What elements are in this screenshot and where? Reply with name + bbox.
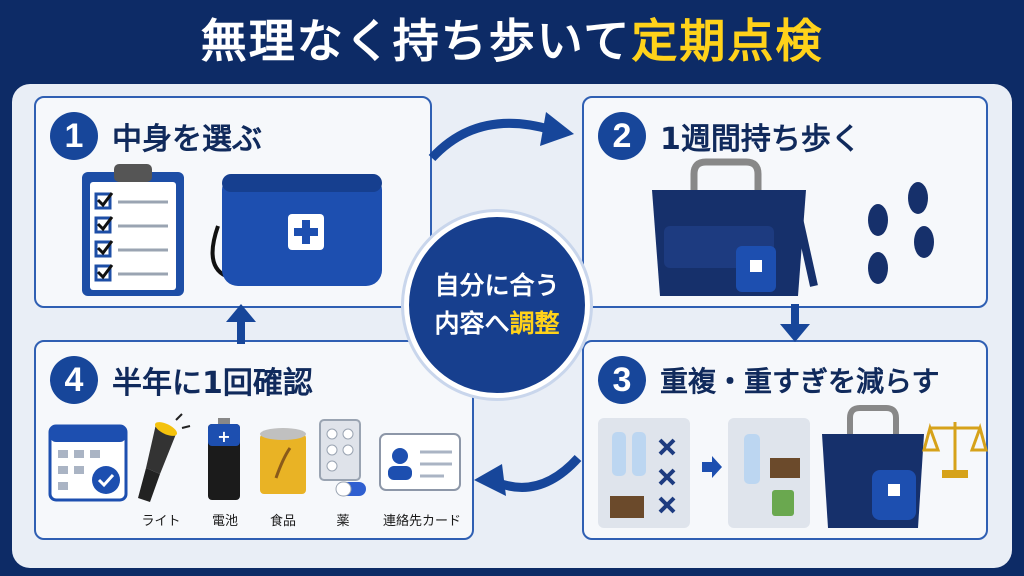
page-title: 無理なく持ち歩いて定期点検 xyxy=(0,6,1024,76)
item-label-battery: 電池 xyxy=(211,514,238,529)
step-4-header: 4 半年に1回確認 xyxy=(50,356,313,404)
item-label-light: ライト xyxy=(141,514,181,529)
first-aid-pouch-icon xyxy=(210,174,382,286)
footprints-icon xyxy=(868,182,934,284)
step-2-number: 2 xyxy=(598,112,646,160)
flashlight-icon xyxy=(138,413,191,502)
step-1-number: 1 xyxy=(50,112,98,160)
scale-icon xyxy=(922,422,988,478)
step-4-number: 4 xyxy=(50,356,98,404)
center-line-2-main: 内容へ xyxy=(434,309,510,338)
step-3-number: 3 xyxy=(598,356,646,404)
medicine-icon xyxy=(319,419,366,497)
arrow-4-to-1 xyxy=(226,304,256,344)
center-line-1: 自分に合う xyxy=(434,271,560,300)
item-label-medicine: 薬 xyxy=(336,514,350,529)
svg-text:+: + xyxy=(217,427,230,446)
step-2-title: 1週間持ち歩く xyxy=(660,122,861,157)
center-adjust-circle: 自分に合う 内容へ調整 xyxy=(404,212,590,398)
arrow-2-to-3 xyxy=(780,304,810,342)
reduce-arrow-icon xyxy=(702,456,722,478)
center-line-2: 内容へ調整 xyxy=(434,305,559,343)
clipboard-checklist-icon xyxy=(82,164,184,296)
step-3-title: 重複・重すぎを減らす xyxy=(660,365,940,398)
step-2-header: 2 1週間持ち歩く xyxy=(598,112,861,160)
item-label-food: 食品 xyxy=(269,514,296,529)
title-highlight: 定期点検 xyxy=(631,14,824,68)
small-bag-icon xyxy=(822,405,924,528)
step-4-title: 半年に1回確認 xyxy=(112,366,313,401)
arrow-3-to-4 xyxy=(474,454,582,496)
title-main: 無理なく持ち歩いて xyxy=(200,14,632,68)
battery-icon: + xyxy=(208,418,240,500)
after-items-icon xyxy=(728,418,810,528)
tote-bag-icon xyxy=(652,158,818,296)
arrow-1-to-2 xyxy=(428,112,574,162)
contact-card-icon xyxy=(379,433,461,491)
item-label-contact-card: 連絡先カード xyxy=(382,514,461,529)
center-line-2-highlight: 調整 xyxy=(509,309,560,338)
step-3-header: 3 重複・重すぎを減らす xyxy=(598,356,939,404)
step-1-header: 1 中身を選ぶ xyxy=(50,112,262,160)
step-1-title: 中身を選ぶ xyxy=(112,122,262,157)
canned-food-icon xyxy=(260,428,306,494)
calendar-check-icon xyxy=(48,424,128,502)
before-items-icon xyxy=(598,418,690,528)
